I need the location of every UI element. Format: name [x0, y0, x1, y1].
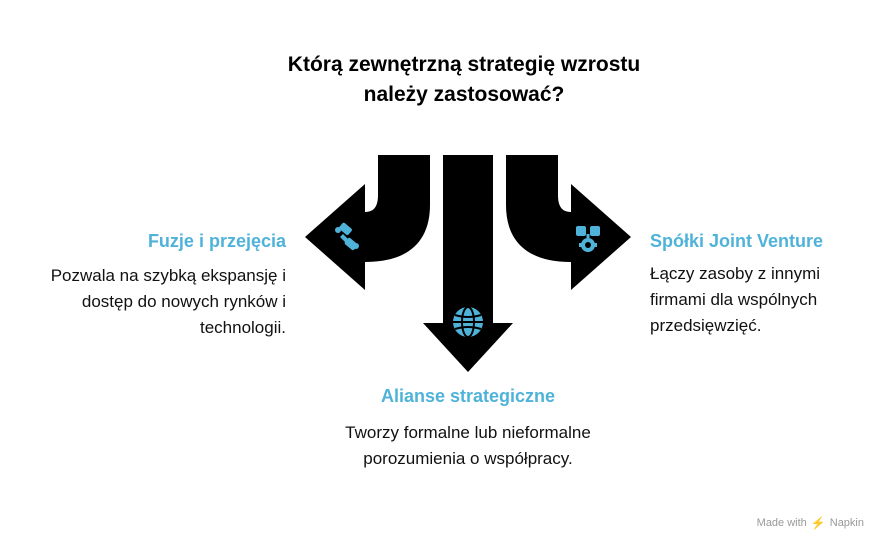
option-heading-alliances: Alianse strategiczne — [380, 386, 556, 406]
option-description-alliances: Tworzy formalne lub nieformalne porozumi… — [345, 423, 591, 468]
puzzle-gear-icon — [576, 226, 600, 252]
napkin-logo-icon: ⚡ — [810, 516, 826, 530]
footer-watermark: Made with ⚡ Napkin — [757, 516, 864, 530]
option-description-mergers: Pozwala na szybką ekspansję i dostęp do … — [50, 266, 286, 337]
option-heading-joint-venture: Spółki Joint Venture — [650, 231, 824, 251]
left-arrow — [305, 155, 430, 290]
globe-icon — [453, 306, 483, 338]
option-description-joint-venture: Łączy zasoby z innymi firmami dla wspóln… — [650, 264, 821, 335]
option-heading-mergers: Fuzje i przejęcia — [147, 231, 286, 251]
right-arrow — [506, 155, 631, 290]
handshake-icon — [335, 222, 359, 251]
diagram-title: Którą zewnętrzną strategię wzrostu należ… — [287, 53, 641, 106]
center-arrow — [423, 155, 513, 372]
brand-label: Napkin — [829, 517, 864, 529]
made-with-label: Made with — [756, 517, 807, 529]
